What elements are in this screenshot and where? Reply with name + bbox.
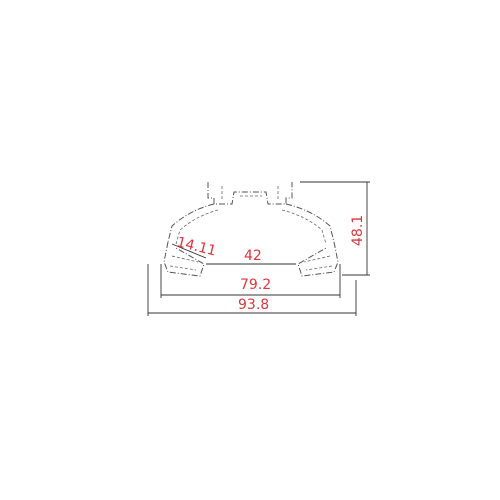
right-foot-inner (303, 255, 333, 271)
dim-text-overall-height: 48.1 (350, 215, 366, 246)
top-channel (207, 182, 293, 205)
dim-line-angled (171, 243, 207, 259)
right-arc-inner (281, 209, 327, 245)
dimension-overall-height: 48.1 (300, 181, 370, 276)
dim-text-overall-width: 93.8 (238, 297, 269, 313)
dimension-angled-leg: 14.11 (171, 234, 218, 260)
dimension-inner-width: 42 (206, 248, 296, 265)
profile-outline (163, 182, 339, 277)
dimension-base-width: 79.2 (160, 264, 341, 298)
left-arc (167, 203, 215, 243)
dim-text-inner-width: 42 (244, 248, 262, 264)
right-arc (285, 203, 335, 243)
left-foot (163, 241, 205, 277)
dimension-overall-width: 93.8 (147, 264, 357, 316)
dim-text-base-width: 79.2 (240, 277, 271, 293)
dim-text-angled-leg: 14.11 (175, 234, 218, 259)
right-foot (297, 241, 339, 277)
left-foot-inner (169, 255, 199, 271)
top-channel-inner (221, 186, 279, 200)
